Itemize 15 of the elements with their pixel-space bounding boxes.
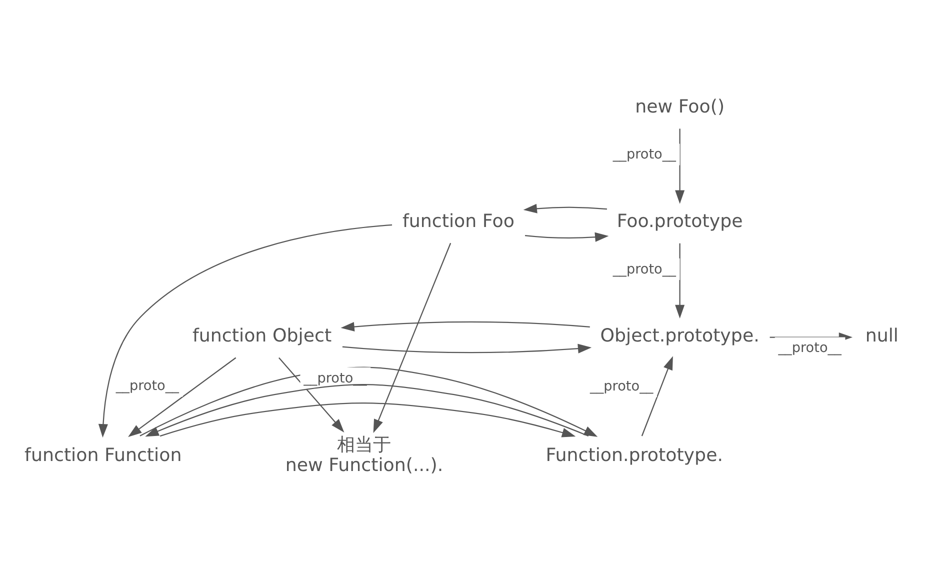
edge-label: __proto__ xyxy=(612,146,676,163)
node-text: Foo.prototype xyxy=(616,210,743,232)
node-text: function Object xyxy=(192,326,332,347)
edge-label: __proto__ xyxy=(612,261,676,278)
edge-label: __proto__ xyxy=(304,370,367,386)
node-text: null xyxy=(865,326,898,347)
node-text: Object.prototype. xyxy=(600,326,760,347)
edge-label: __proto__ xyxy=(590,378,654,394)
node-text: function Foo xyxy=(402,210,514,232)
node-text: Function.prototype. xyxy=(546,444,724,466)
node-text: function Function xyxy=(24,444,182,466)
node-text: 相当于 new Function(...). xyxy=(285,434,444,476)
node-text: new Foo() xyxy=(635,96,725,118)
edge-label: __proto__ xyxy=(778,340,842,356)
edge-label: __proto__ xyxy=(116,378,179,394)
